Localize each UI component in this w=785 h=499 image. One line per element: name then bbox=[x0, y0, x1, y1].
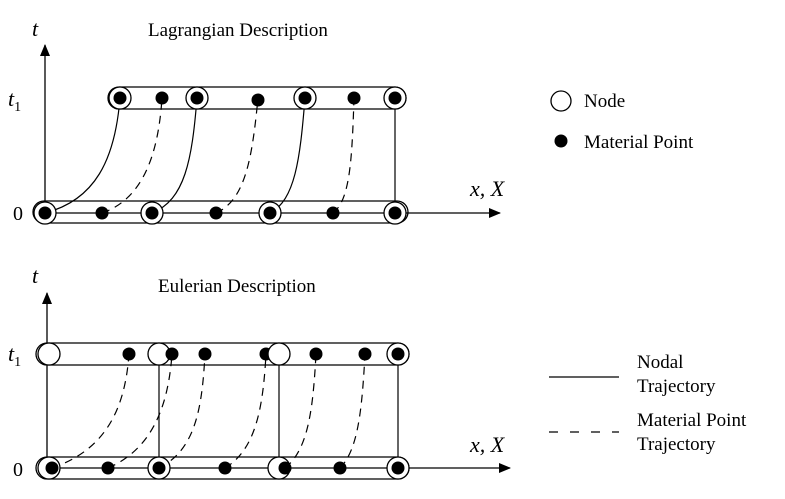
eulerian-material-trajectory bbox=[107, 353, 173, 469]
eulerian-bottom-node bbox=[267, 456, 292, 480]
lagrangian-material-trajectory bbox=[101, 97, 163, 214]
lagrangian-bottom-node bbox=[33, 201, 57, 225]
lagrangian-panel: Lagrangian Description t t1 0 x, X bbox=[8, 16, 506, 225]
eulerian-material-trajectory bbox=[158, 353, 206, 469]
legend-node-icon bbox=[550, 90, 572, 112]
eulerian-material-trajectory bbox=[51, 353, 130, 469]
eulerian-x-axis-label: x, X bbox=[469, 432, 506, 457]
lagrangian-t1-label: t1 bbox=[8, 86, 21, 115]
lagrangian-bottom-material-point bbox=[209, 206, 223, 220]
lagrangian-top-material-point bbox=[347, 91, 361, 105]
lagrangian-bottom-node bbox=[258, 201, 282, 225]
lagrangian-nodal-trajectory bbox=[151, 97, 198, 214]
eulerian-top-node bbox=[386, 342, 410, 366]
eulerian-bottom-material-point bbox=[101, 461, 115, 475]
lagrangian-x-axis-label: x, X bbox=[469, 176, 506, 201]
lagrangian-bottom-material-point bbox=[95, 206, 109, 220]
eulerian-top-material-point bbox=[309, 347, 323, 361]
eulerian-title: Eulerian Description bbox=[158, 276, 316, 297]
eulerian-material-trajectory bbox=[284, 353, 317, 469]
eulerian-material-trajectory bbox=[339, 353, 366, 469]
lagrangian-material-trajectory bbox=[332, 97, 355, 214]
eulerian-top-node-empty bbox=[267, 342, 291, 366]
lagrangian-top-node bbox=[185, 86, 209, 110]
eulerian-top-node-empty bbox=[37, 342, 61, 366]
legend-material-point-icon bbox=[554, 134, 568, 148]
eulerian-panel: Eulerian Description t t1 0 x, X bbox=[8, 263, 511, 481]
legend-material-label-2: Trajectory bbox=[637, 434, 716, 455]
lagrangian-top-material-point bbox=[155, 91, 169, 105]
legend-nodal-label-1: Nodal bbox=[637, 352, 683, 373]
eulerian-top-node bbox=[147, 342, 179, 366]
eulerian-bottom-node bbox=[386, 456, 410, 480]
eulerian-top-material-point bbox=[358, 347, 372, 361]
legend-symbols: Node Material Point bbox=[550, 90, 694, 153]
legend-nodal-label-2: Trajectory bbox=[637, 376, 716, 397]
lagrangian-t-axis-label: t bbox=[32, 16, 39, 41]
lagrangian-material-trajectory bbox=[215, 97, 259, 214]
eulerian-bottom-node bbox=[147, 456, 171, 480]
lagrangian-bottom-material-point bbox=[326, 206, 340, 220]
lagrangian-bottom-node bbox=[383, 201, 407, 225]
legend-material-point-label: Material Point bbox=[584, 132, 694, 153]
eulerian-bottom-node bbox=[37, 456, 61, 480]
lagrangian-nodal-trajectory bbox=[44, 97, 121, 214]
eulerian-t-axis-label: t bbox=[32, 263, 39, 288]
eulerian-top-material-point bbox=[198, 347, 212, 361]
lagrangian-top-node bbox=[383, 86, 407, 110]
lagrangian-zero-label: 0 bbox=[13, 203, 23, 225]
eulerian-t1-label: t1 bbox=[8, 341, 21, 370]
lagrangian-top-material-point bbox=[251, 93, 265, 107]
eulerian-bottom-material-point bbox=[218, 461, 232, 475]
lagrangian-top-node bbox=[293, 86, 317, 110]
eulerian-zero-label: 0 bbox=[13, 459, 23, 481]
lagrangian-top-node bbox=[108, 86, 132, 110]
legend-trajectories: Nodal Trajectory Material Point Trajecto… bbox=[549, 352, 747, 455]
eulerian-top-material-point bbox=[122, 347, 136, 361]
eulerian-bottom-material-point bbox=[333, 461, 347, 475]
legend-material-label-1: Material Point bbox=[637, 410, 747, 431]
lagrangian-title: Lagrangian Description bbox=[148, 20, 328, 41]
eulerian-material-trajectory bbox=[224, 353, 267, 469]
legend-node-label: Node bbox=[584, 91, 625, 112]
lagrangian-bottom-node bbox=[140, 201, 164, 225]
eulerian-top-bar bbox=[35, 342, 410, 366]
lagrangian-nodal-trajectory bbox=[269, 97, 306, 214]
lagrangian-bottom-bar bbox=[32, 200, 409, 224]
